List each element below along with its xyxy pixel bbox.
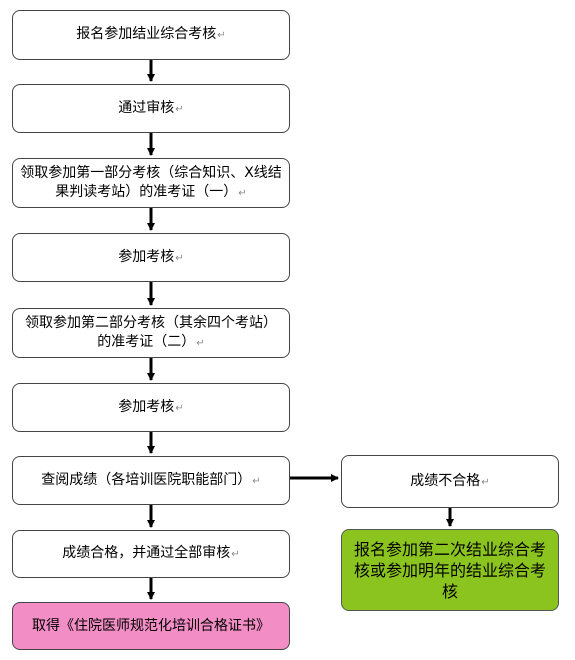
paragraph-mark-icon: ↵	[252, 475, 261, 487]
paragraph-mark-icon: ↵	[175, 252, 184, 264]
branch-failed: 成绩不合格↵	[341, 455, 559, 508]
step-certificate-text: 取得《住院医师规范化培训合格证书》	[32, 617, 270, 634]
step-qualified-text: 成绩合格，并通过全部审核	[62, 545, 231, 561]
paragraph-mark-icon: ↵	[217, 30, 226, 41]
paragraph-mark-icon: ↵	[231, 549, 240, 560]
branch-retake-text: 报名参加第二次结业综合考核或参加明年的结业综合考核	[353, 539, 546, 601]
step-register: 报名参加结业综合考核↵	[12, 10, 290, 60]
step-take-exam-1-text: 参加考核	[118, 248, 175, 265]
step-pass-review-text: 通过审核	[118, 99, 175, 116]
paragraph-mark-icon: ↵	[175, 402, 184, 414]
step-take-exam-2: 参加考核↵	[12, 383, 290, 432]
paragraph-mark-icon: ↵	[238, 187, 247, 199]
branch-failed-text: 成绩不合格	[410, 472, 481, 489]
step-certificate: 取得《住院医师规范化培训合格证书》	[12, 602, 290, 650]
paragraph-mark-icon: ↵	[175, 103, 184, 115]
step-admission-ticket-2: 领取参加第二部分考核（其余四个考站）的准考证（二）↵	[12, 308, 290, 358]
step-check-results: 查阅成绩（各培训医院职能部门）↵	[12, 456, 290, 505]
step-take-exam-1: 参加考核↵	[12, 233, 290, 282]
step-admission-ticket-2-text: 领取参加第二部分考核（其余四个考站）的准考证（二）	[25, 314, 277, 350]
step-admission-ticket-1: 领取参加第一部分考核（综合知识、X线结果判读考站）的准考证（一）↵	[12, 158, 290, 208]
step-admission-ticket-1-text: 领取参加第一部分考核（综合知识、X线结果判读考站）的准考证（一）	[20, 164, 282, 200]
step-qualified: 成绩合格，并通过全部审核↵	[12, 530, 290, 578]
paragraph-mark-icon: ↵	[196, 337, 205, 349]
step-check-results-text: 查阅成绩（各培训医院职能部门）	[41, 471, 252, 488]
step-pass-review: 通过审核↵	[12, 84, 290, 133]
step-take-exam-2-text: 参加考核	[118, 398, 175, 415]
paragraph-mark-icon: ↵	[481, 476, 490, 488]
step-register-text: 报名参加结业综合考核	[76, 26, 217, 42]
branch-retake: 报名参加第二次结业综合考核或参加明年的结业综合考核	[341, 529, 559, 611]
